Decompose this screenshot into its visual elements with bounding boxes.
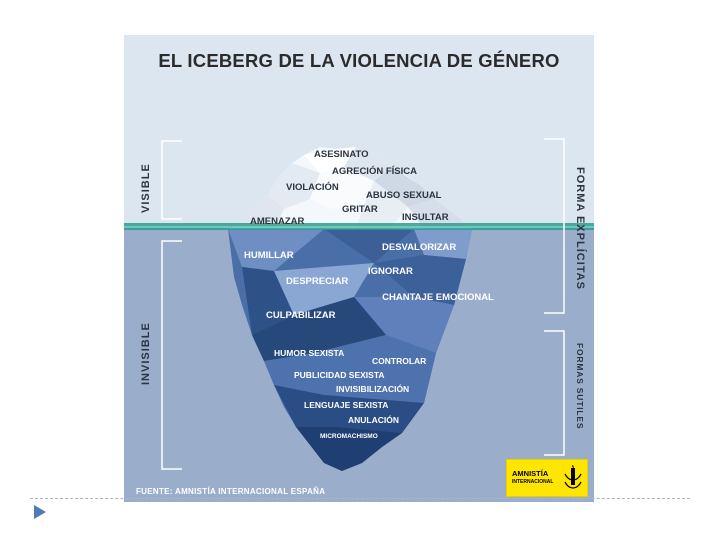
candle-icon: [564, 465, 582, 489]
ice-facet: [242, 267, 294, 335]
poster-title: EL ICEBERG DE LA VIOLENCIA DE GÉNERO: [158, 50, 560, 71]
label-humor-sexista: HUMOR SEXISTA: [274, 348, 345, 358]
explicit-bracket: [544, 138, 565, 314]
invisible-label: INVISIBLE: [140, 322, 152, 385]
label-agresion-fisica: AGRECIÓN FÍSICA: [332, 166, 417, 177]
ice-facet: [354, 297, 454, 353]
ice-facet: [304, 147, 356, 173]
slide-divider: [30, 498, 690, 499]
ice-facet: [268, 163, 320, 209]
ice-facet: [228, 195, 284, 229]
ice-facet: [296, 427, 402, 471]
label-culpabilizar: CULPABILIZAR: [266, 310, 336, 321]
logo-name: AMNISTÍA: [512, 469, 549, 478]
label-micromachismo: MICROMACHISMO: [320, 433, 378, 440]
amnesty-logo: AMNISTÍA INTERNACIONAL: [506, 459, 588, 497]
label-humillar: HUMILLAR: [244, 250, 294, 261]
label-publicidad-sexista: PUBLICIDAD SEXISTA: [294, 370, 385, 380]
ice-facet: [374, 255, 466, 305]
ice-facet: [356, 181, 408, 229]
ice-facet: [274, 263, 374, 315]
explicit-forms-label: FORMA EXPLÍCITAS: [574, 167, 586, 290]
ice-facet: [310, 167, 374, 209]
ice-facet: [374, 167, 434, 207]
source-credit: FUENTE: AMNISTÍA INTERNACIONAL ESPAÑA: [136, 487, 326, 496]
waterline-highlight: [124, 226, 594, 228]
label-amenazar: AMENAZAR: [250, 216, 305, 227]
ice-facet: [228, 229, 324, 271]
label-insultar: INSULTAR: [402, 212, 449, 223]
label-controlar: CONTROLAR: [372, 356, 427, 366]
label-chantaje-emocional: CHANTAJE EMOCIONAL: [382, 292, 494, 303]
iceberg-infographic: EL ICEBERG DE LA VIOLENCIA DE GÉNERO VIS…: [124, 35, 594, 502]
ice-facet: [414, 229, 472, 259]
label-despreciar: DESPRECIAR: [286, 276, 349, 287]
label-abuso-sexual: ABUSO SEXUAL: [366, 190, 442, 201]
ice-facet: [408, 199, 472, 229]
bullet-triangle-icon: [34, 505, 46, 519]
subtle-bracket: [544, 330, 565, 456]
ice-facet: [324, 229, 414, 263]
ice-facet: [274, 385, 424, 433]
ice-facet: [264, 335, 436, 403]
label-invisibilizacion: INVISIBILIZACIÓN: [336, 384, 410, 394]
visible-label: VISIBLE: [140, 163, 152, 213]
label-gritar: GRITAR: [342, 204, 378, 215]
label-asesinato: ASESINATO: [314, 149, 369, 160]
subtle-forms-label: FORMAS SUTILES: [575, 343, 585, 430]
invisible-bracket: [161, 240, 182, 470]
ice-facet: [344, 147, 392, 181]
iceberg-illustration: [124, 138, 594, 502]
label-lenguaje-sexista: LENGUAJE SEXISTA: [304, 400, 389, 410]
label-ignorar: IGNORAR: [368, 266, 413, 277]
label-desvalorizar: DESVALORIZAR: [382, 242, 457, 253]
ice-facet: [252, 297, 386, 361]
label-anulacion: ANULACIÓN: [348, 415, 399, 425]
visible-bracket: [161, 140, 182, 220]
logo-subtitle: INTERNACIONAL: [512, 479, 554, 485]
label-violacion: VIOLACIÓN: [286, 182, 339, 193]
